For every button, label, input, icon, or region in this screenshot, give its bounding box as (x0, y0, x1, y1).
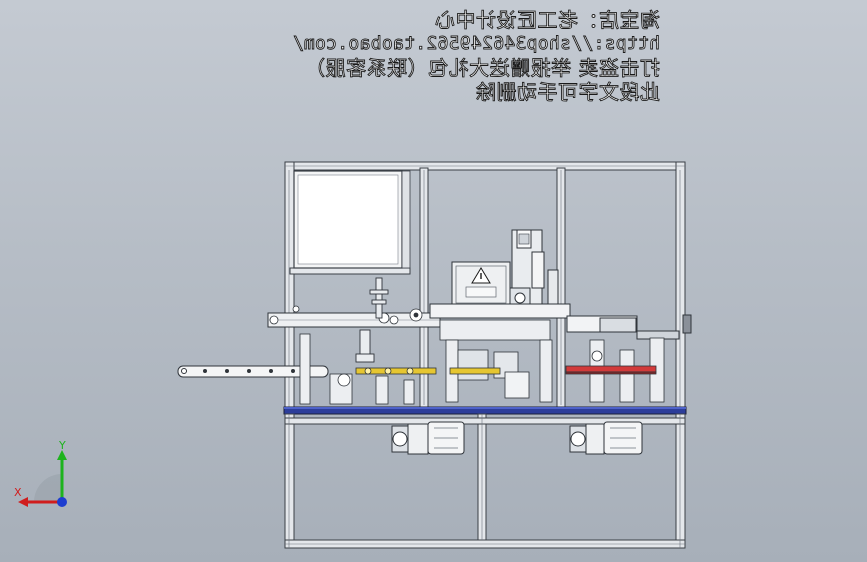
y-axis-arrow-icon (57, 450, 67, 460)
x-axis-arrow-icon (18, 497, 28, 507)
triad-arc (34, 474, 62, 502)
x-axis-label: X (14, 486, 22, 499)
accent-bars (355, 365, 657, 375)
lower-frame-detail-lines (285, 414, 685, 548)
axis-triad: Y X (14, 440, 67, 507)
z-axis-icon (57, 497, 67, 507)
motor-left (391, 421, 465, 455)
upper-frame-detail-lines (285, 165, 685, 410)
labeling-head (451, 229, 559, 311)
base-rail (283, 406, 687, 415)
deck-mechanisms (299, 319, 665, 405)
y-axis-label: Y (58, 440, 66, 452)
display-panel (293, 170, 411, 269)
motor-right (569, 421, 643, 455)
belt-rollers (269, 305, 423, 325)
main-conveyor (267, 303, 692, 340)
sample-conveyor-left (177, 365, 329, 378)
sensor-bracket-left (355, 277, 389, 363)
